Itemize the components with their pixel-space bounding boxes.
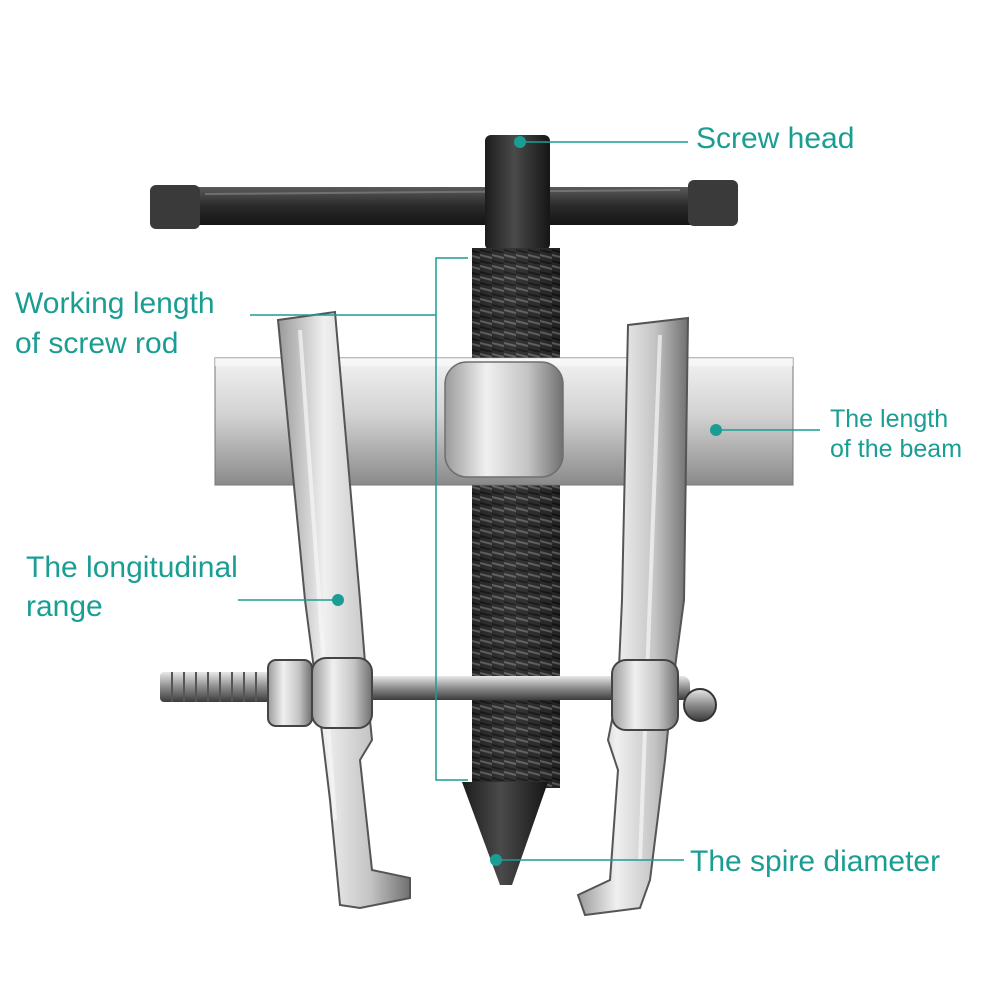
- longitudinal-range-dot: [332, 594, 344, 606]
- callout-lines: [238, 141, 820, 861]
- working-length-bracket: [435, 257, 468, 781]
- spire-diameter-dot: [490, 854, 502, 866]
- label-beam-length-line2: of the beam: [830, 435, 963, 463]
- beam-length-dot: [710, 424, 722, 436]
- label-beam-length-line1: The length: [830, 405, 949, 433]
- spire-tip: [462, 782, 548, 885]
- screw-head-block: [485, 135, 550, 250]
- t-handle-left-end: [150, 185, 200, 229]
- tie-rod: [160, 657, 717, 731]
- t-handle-right-end: [688, 180, 738, 226]
- label-longitudinal-range-line2: range: [26, 590, 103, 623]
- right-collar: [611, 659, 679, 731]
- t-handle: [150, 180, 738, 229]
- label-working-length-line2: of screw rod: [15, 327, 179, 360]
- left-jaw: [276, 310, 411, 910]
- screw-head-dot: [514, 136, 526, 148]
- hex-nut: [267, 659, 313, 727]
- label-spire-diameter: The spire diameter: [690, 845, 941, 878]
- left-collar: [311, 657, 373, 729]
- end-cap: [683, 688, 717, 722]
- label-working-length-line1: Working length: [15, 287, 215, 320]
- beam-center-boss: [444, 361, 564, 478]
- label-longitudinal-range-line1: The longitudinal: [26, 551, 238, 584]
- screw-rod: [462, 248, 560, 885]
- t-handle-bar: [150, 187, 735, 225]
- callout-dots: [332, 136, 722, 866]
- label-screw-head: Screw head: [696, 122, 855, 155]
